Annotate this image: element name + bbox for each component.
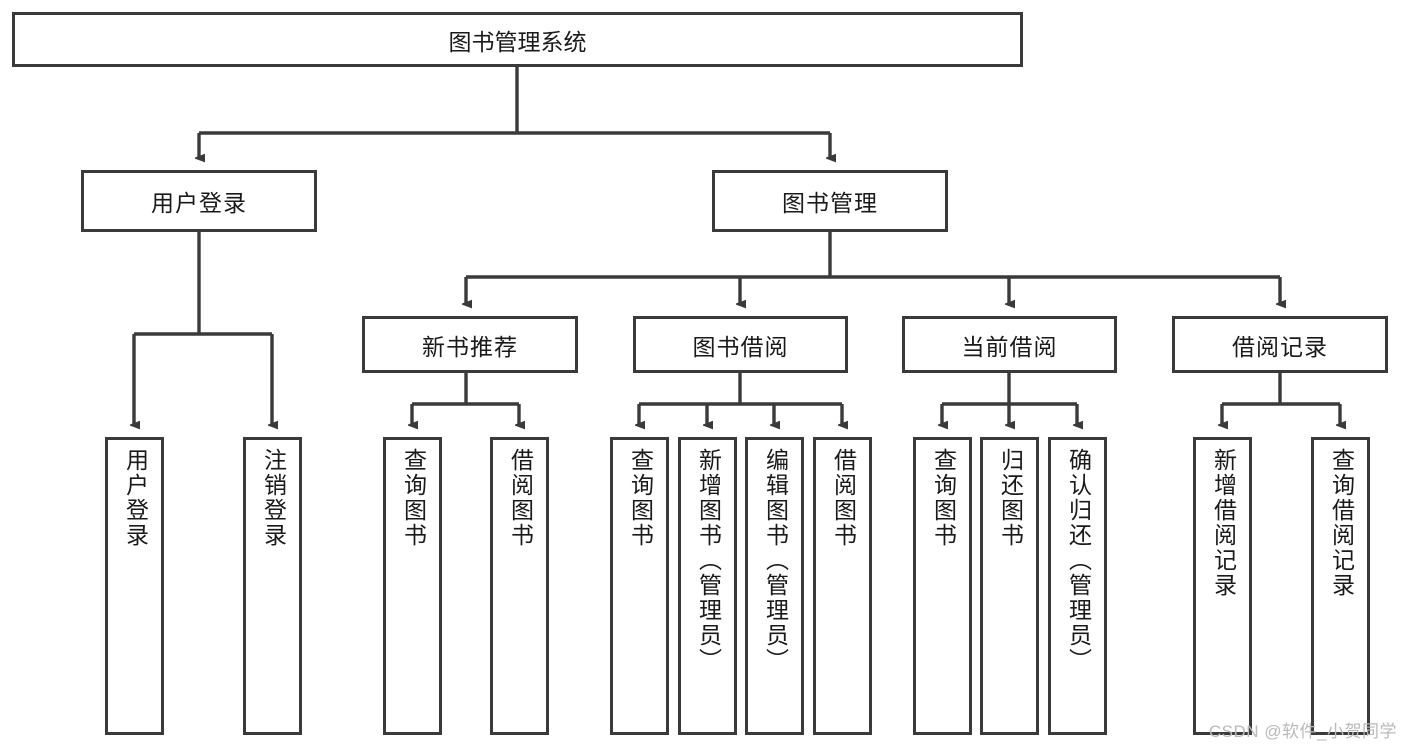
node-borrow-records-label: 借阅记录 <box>1232 333 1328 360</box>
node-book-borrow[interactable]: 图书借阅 <box>633 316 848 373</box>
leaf-query-book-recommend-label: 查询图书 <box>400 448 427 548</box>
node-book-management[interactable]: 图书管理 <box>712 170 948 232</box>
leaf-query-book-recommend[interactable]: 查询图书 <box>383 437 442 735</box>
leaf-add-book-admin-label: 新增图书（管理员） <box>695 448 722 673</box>
leaf-confirm-return-admin[interactable]: 确认归还（管理员） <box>1048 437 1107 735</box>
csdn-watermark: CSDN @软件_小贺同学 <box>1208 722 1397 741</box>
leaf-confirm-return-admin-label: 确认归还（管理员） <box>1065 448 1092 673</box>
node-new-book-recommend-label: 新书推荐 <box>422 333 518 360</box>
node-borrow-records[interactable]: 借阅记录 <box>1172 316 1388 373</box>
leaf-add-borrow-record[interactable]: 新增借阅记录 <box>1193 437 1252 735</box>
leaf-logout[interactable]: 注销登录 <box>243 437 302 735</box>
node-current-borrow[interactable]: 当前借阅 <box>902 316 1117 373</box>
leaf-borrow-book-recommend[interactable]: 借阅图书 <box>490 437 549 735</box>
leaf-query-book[interactable]: 查询图书 <box>610 437 669 735</box>
leaf-borrow-book-recommend-label: 借阅图书 <box>507 448 534 548</box>
node-root-system[interactable]: 图书管理系统 <box>12 12 1023 67</box>
leaf-query-book-current[interactable]: 查询图书 <box>913 437 972 735</box>
node-current-borrow-label: 当前借阅 <box>961 333 1058 360</box>
leaf-borrow-book-label: 借阅图书 <box>830 448 857 548</box>
leaf-query-book-label: 查询图书 <box>627 448 654 548</box>
node-new-book-recommend[interactable]: 新书推荐 <box>362 316 578 373</box>
node-book-management-label: 图书管理 <box>782 190 878 216</box>
leaf-return-book[interactable]: 归还图书 <box>980 437 1039 735</box>
leaf-logout-label: 注销登录 <box>260 448 287 548</box>
leaf-user-login[interactable]: 用户登录 <box>105 437 164 735</box>
node-book-borrow-label: 图书借阅 <box>692 333 789 360</box>
leaf-add-book-admin[interactable]: 新增图书（管理员） <box>678 437 737 735</box>
leaf-edit-book-admin[interactable]: 编辑图书（管理员） <box>745 437 804 735</box>
leaf-query-borrow-record[interactable]: 查询借阅记录 <box>1311 437 1370 735</box>
leaf-user-login-label: 用户登录 <box>122 448 149 548</box>
leaf-query-book-current-label: 查询图书 <box>930 448 957 548</box>
leaf-query-borrow-record-label: 查询借阅记录 <box>1328 448 1355 598</box>
node-user-login-label: 用户登录 <box>151 190 247 216</box>
leaf-edit-book-admin-label: 编辑图书（管理员） <box>762 448 789 673</box>
leaf-add-borrow-record-label: 新增借阅记录 <box>1210 448 1237 598</box>
leaf-borrow-book[interactable]: 借阅图书 <box>813 437 872 735</box>
node-user-login[interactable]: 用户登录 <box>81 170 317 232</box>
leaf-return-book-label: 归还图书 <box>997 448 1024 548</box>
node-root-label: 图书管理系统 <box>448 28 587 55</box>
